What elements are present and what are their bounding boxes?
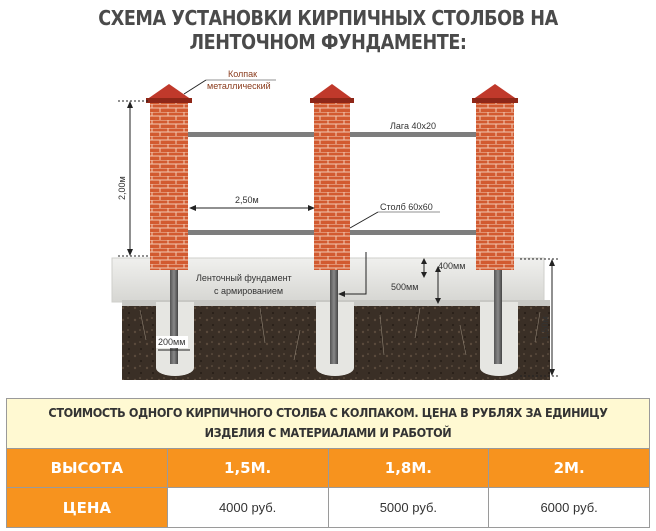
foundation-height-label: 400мм	[438, 261, 465, 271]
brick-post-middle	[314, 100, 350, 270]
pile-depth-dimension	[435, 266, 441, 304]
cap-middle	[310, 84, 354, 103]
page-title: СХЕМА УСТАНОВКИ КИРПИЧНЫХ СТОЛБОВ НА ЛЕН…	[98, 6, 558, 54]
price-header: ЦЕНА	[6, 487, 168, 528]
cap-left	[146, 84, 192, 103]
price-1-5: 4000 руб.	[166, 487, 329, 528]
pile-arrow	[340, 252, 367, 295]
foundation-label-line2: с армированием	[214, 286, 283, 296]
price-table: СТОИМОСТЬ ОДНОГО КИРПИЧНОГО СТОЛБА С КОЛ…	[6, 398, 650, 528]
height-label: 2,00м	[117, 176, 127, 200]
total-depth-dimension	[520, 258, 560, 377]
height-header: ВЫСОТА	[6, 447, 168, 489]
span-label: 2,50м	[235, 195, 259, 205]
cap-label-line2: металлический	[207, 81, 271, 91]
brick-post-label: Столб кирпичный 380x380	[522, 130, 532, 240]
foundation-label-line1: Ленточный фундамент	[196, 273, 292, 283]
foundation-height-dimension	[421, 258, 427, 278]
brick-post-right	[476, 100, 514, 270]
height-1-8: 1,8М.	[327, 447, 490, 489]
pile-depth-label: 500мм	[391, 282, 418, 292]
lag-label: Лага 40x20	[390, 121, 436, 131]
price-1-8: 5000 руб.	[327, 487, 490, 528]
installation-diagram: 2,00м 2,50м Колпак металлический Лага 40…	[0, 40, 656, 380]
cap-label-line1: Колпак	[228, 69, 257, 79]
post-label: Столб 60x60	[380, 202, 433, 212]
cap-right	[472, 84, 518, 103]
lag-bar-top-right	[346, 132, 476, 137]
pile-diameter-label: 200мм	[158, 337, 185, 347]
lag-bar-bottom-right	[346, 230, 476, 235]
price-2: 6000 руб.	[488, 487, 650, 528]
brick-post-left	[150, 100, 188, 270]
table-caption: СТОИМОСТЬ ОДНОГО КИРПИЧНОГО СТОЛБА С КОЛ…	[6, 398, 650, 449]
total-depth-label: 1,50м	[540, 316, 550, 340]
span-dimension	[189, 205, 315, 211]
lag-bar-top-left	[186, 132, 316, 137]
lag-bar-bottom-left	[186, 230, 316, 235]
height-dimension	[118, 100, 150, 257]
height-1-5: 1,5М.	[166, 447, 329, 489]
height-2: 2М.	[488, 447, 650, 489]
